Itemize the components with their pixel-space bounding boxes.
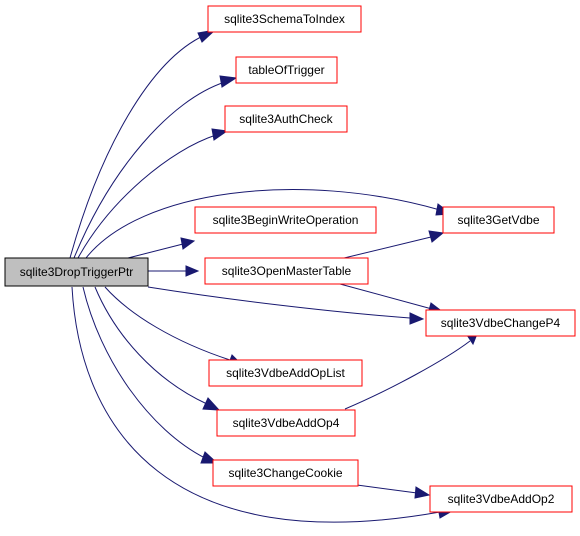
node-vdbe-add-op2-label: sqlite3VdbeAddOp2	[448, 492, 555, 506]
node-begin-write-operation[interactable]: sqlite3BeginWriteOperation	[194, 206, 377, 234]
node-vdbe-change-p4-label: sqlite3VdbeChangeP4	[441, 316, 561, 330]
node-schema-to-index-label: sqlite3SchemaToIndex	[224, 12, 345, 26]
node-root[interactable]: sqlite3DropTriggerPtr	[4, 257, 149, 287]
edge-root-open-master-table	[148, 265, 200, 277]
edge-root-vdbe-add-op-list	[104, 286, 244, 367]
edge-root-vdbe-add-op2	[71, 286, 454, 523]
node-get-vdbe-label: sqlite3GetVdbe	[457, 213, 539, 227]
edge-root-table-of-trigger	[73, 75, 238, 259]
node-begin-write-operation-label: sqlite3BeginWriteOperation	[213, 213, 359, 227]
node-table-of-trigger-label: tableOfTrigger	[248, 63, 324, 77]
node-root-label: sqlite3DropTriggerPtr	[20, 265, 134, 279]
edge-root-change-cookie	[82, 286, 219, 464]
node-open-master-table[interactable]: sqlite3OpenMasterTable	[204, 257, 369, 285]
node-open-master-table-label: sqlite3OpenMasterTable	[222, 264, 352, 278]
edge-vdbe-add-op4-vdbe-change-p4	[344, 333, 478, 410]
node-change-cookie[interactable]: sqlite3ChangeCookie	[212, 459, 359, 487]
edge-root-auth-check	[77, 128, 229, 259]
edge-root-vdbe-change-p4	[147, 286, 425, 325]
node-vdbe-change-p4[interactable]: sqlite3VdbeChangeP4	[425, 309, 576, 337]
edge-change-cookie-vdbe-add-op2	[356, 484, 431, 499]
edge-root-begin-write-operation	[127, 237, 196, 259]
node-get-vdbe[interactable]: sqlite3GetVdbe	[442, 206, 555, 234]
edge-open-master-table-get-vdbe	[339, 230, 445, 260]
node-vdbe-add-op-list[interactable]: sqlite3VdbeAddOpList	[208, 359, 363, 387]
node-auth-check-label: sqlite3AuthCheck	[239, 112, 333, 126]
edge-root-vdbe-add-op4	[94, 286, 221, 411]
edge-root-schema-to-index	[69, 29, 217, 259]
node-vdbe-add-op4[interactable]: sqlite3VdbeAddOp4	[216, 409, 356, 437]
node-change-cookie-label: sqlite3ChangeCookie	[228, 466, 342, 480]
node-vdbe-add-op-list-label: sqlite3VdbeAddOpList	[226, 366, 345, 380]
node-auth-check[interactable]: sqlite3AuthCheck	[224, 105, 348, 133]
node-vdbe-add-op4-label: sqlite3VdbeAddOp4	[233, 416, 340, 430]
node-vdbe-add-op2[interactable]: sqlite3VdbeAddOp2	[429, 485, 573, 513]
node-schema-to-index[interactable]: sqlite3SchemaToIndex	[207, 5, 362, 33]
node-table-of-trigger[interactable]: tableOfTrigger	[235, 56, 338, 84]
